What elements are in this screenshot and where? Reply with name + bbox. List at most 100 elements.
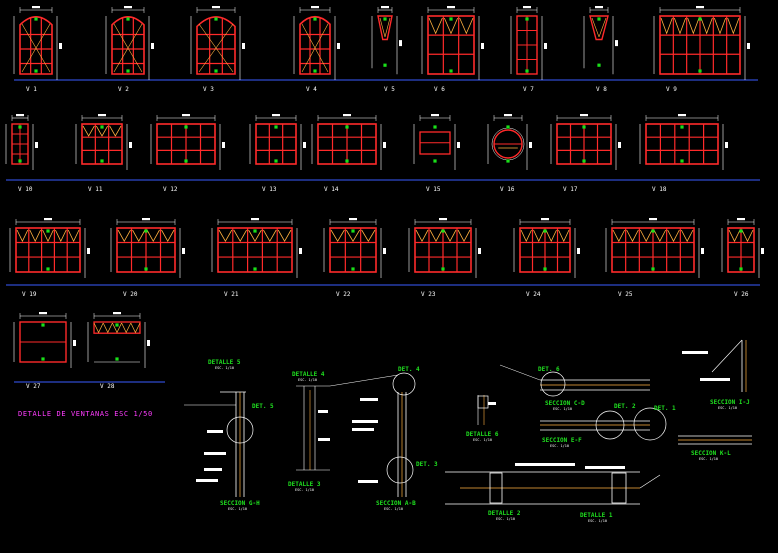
glass-zigzag	[121, 322, 132, 334]
dimension-text-mark	[337, 43, 340, 49]
glass-zigzag	[700, 17, 713, 35]
detail-label-det-4: DET. 4	[398, 366, 420, 373]
window-label: V 3	[203, 86, 214, 93]
detail-label-detalle-3: DETALLE 3	[288, 481, 321, 488]
glass-diagonal	[301, 23, 329, 73]
section-marker	[100, 159, 104, 163]
glass-zigzag	[345, 229, 361, 242]
section-marker	[383, 63, 387, 67]
window-label: V 8	[596, 86, 607, 93]
window-frame	[15, 227, 81, 273]
dimension-text-mark	[649, 218, 657, 221]
detail-label-seccion-c-d: SECCION C-D	[545, 400, 585, 407]
section-marker	[18, 159, 22, 163]
detail-text-mark	[352, 428, 374, 431]
detail-scale-seccion-e-f: ESC. 1/10	[550, 444, 569, 448]
section-marker	[34, 17, 38, 21]
dimension-text-mark	[303, 142, 306, 148]
window-v13	[249, 114, 306, 170]
section-marker	[433, 159, 437, 163]
glass-zigzag	[415, 229, 429, 243]
detail-label-detalle-5: DETALLE 5	[208, 359, 241, 366]
glass-zigzag	[42, 229, 54, 243]
section-marker	[506, 159, 510, 163]
window-label: V 25	[618, 291, 633, 298]
profile-box	[477, 395, 489, 409]
dimension-text-mark	[212, 6, 220, 9]
glass-zigzag	[727, 17, 740, 35]
detail-text-mark	[207, 430, 223, 433]
window-v2	[105, 6, 154, 80]
trapezoid-frame	[589, 15, 609, 41]
section-marker	[597, 17, 601, 21]
leader-line	[639, 474, 661, 489]
detail-label-det-5: DET. 5	[252, 403, 274, 410]
window-v1	[13, 6, 62, 80]
window-v18	[639, 114, 728, 170]
detail-text-mark	[488, 402, 496, 405]
window-v7	[510, 6, 547, 80]
section-marker	[46, 229, 50, 233]
section-marker	[100, 125, 104, 129]
dimension-text-mark	[761, 248, 764, 254]
dimension-text-mark	[39, 312, 47, 315]
leader-line	[329, 374, 399, 387]
arch-frame	[19, 16, 53, 75]
dimension-text-mark	[16, 114, 24, 117]
section-marker	[739, 229, 743, 233]
detail-scale-detalle-3: ESC. 1/10	[295, 488, 314, 492]
detail-scale-seccion-g-h: ESC. 1/10	[228, 507, 247, 511]
detail-scale-seccion-c-d: ESC. 1/10	[553, 407, 572, 411]
glass-zigzag	[639, 229, 653, 243]
glass-zigzag	[67, 229, 80, 243]
section-marker	[126, 69, 130, 73]
dimension-text-mark	[431, 114, 439, 117]
profile-box	[611, 472, 627, 504]
window-label: V 7	[523, 86, 534, 93]
window-label: V 18	[652, 186, 667, 193]
glass-diagonal	[591, 17, 600, 37]
glass-zigzag	[741, 229, 754, 243]
detail-text-mark	[360, 398, 378, 401]
dimension-text-mark	[222, 142, 225, 148]
detail-text-mark	[358, 480, 378, 483]
window-label: V 23	[421, 291, 436, 298]
dimension-text-mark	[504, 114, 512, 117]
dimension-text-mark	[457, 142, 460, 148]
detail-label-seccion-i-j: SECCION I-J	[710, 399, 750, 406]
window-v16	[487, 114, 532, 170]
section-marker	[698, 69, 702, 73]
dimension-text-mark	[577, 248, 580, 254]
dimension-text-mark	[147, 340, 150, 346]
window-v6	[421, 6, 484, 80]
dimension-text-mark	[59, 43, 62, 49]
section-marker	[184, 159, 188, 163]
window-frame	[255, 123, 297, 165]
dimension-text-mark	[129, 142, 132, 148]
detail-scale-detalle-6: ESC. 1/10	[473, 438, 492, 442]
diagonal-line	[711, 339, 743, 373]
window-label: V 13	[262, 186, 277, 193]
glass-zigzag	[146, 229, 160, 243]
section-marker	[345, 125, 349, 129]
glass-zigzag	[82, 125, 95, 137]
section-marker	[543, 267, 547, 271]
section-marker	[582, 125, 586, 129]
window-frame	[329, 227, 377, 273]
window-v17	[550, 114, 621, 170]
window-v23	[408, 218, 481, 278]
dimension-text-mark	[182, 114, 190, 117]
window-v19	[9, 218, 90, 278]
glass-diagonal	[379, 17, 386, 37]
section-marker	[274, 125, 278, 129]
dimension-text-mark	[343, 114, 351, 117]
window-label: V 5	[384, 86, 395, 93]
trapezoid-frame	[377, 15, 393, 41]
dimension-text-mark	[399, 40, 402, 47]
detail-text-mark	[318, 410, 328, 413]
section-marker	[144, 267, 148, 271]
section-marker	[698, 17, 702, 21]
dimension-text-mark	[381, 6, 389, 9]
section-marker	[34, 69, 38, 73]
